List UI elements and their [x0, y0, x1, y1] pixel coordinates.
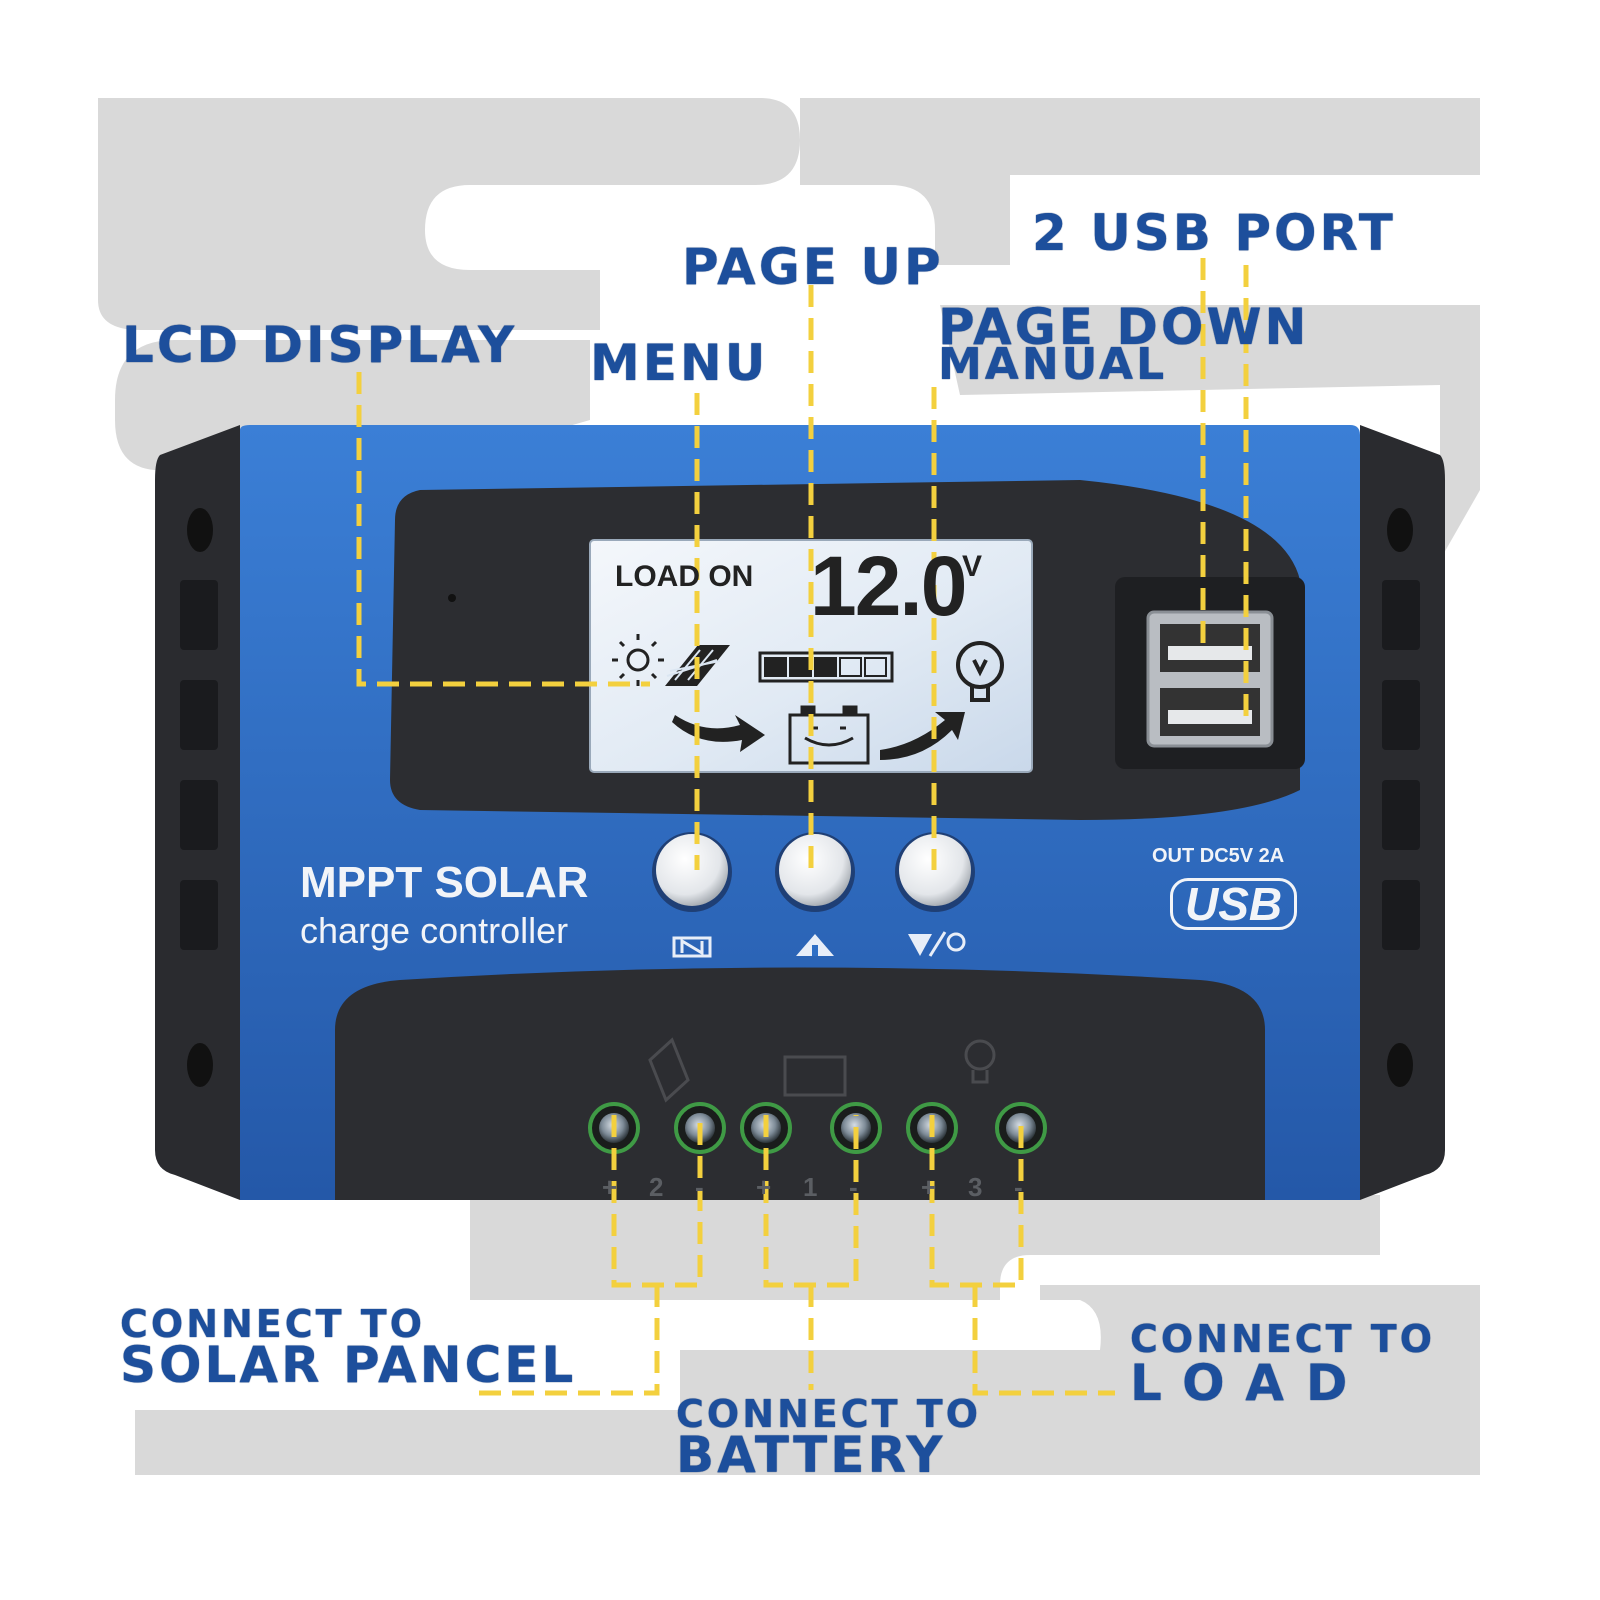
battery-level-segment [839, 657, 862, 677]
callout-manual: MANUAL [938, 339, 1168, 390]
terminal-minus-label: - [1014, 1172, 1023, 1202]
callout-load-line1: CONNECT TO [1130, 1317, 1436, 1361]
callout-battery-line1: CONNECT TO [676, 1392, 982, 1436]
control-buttons [652, 832, 975, 958]
terminal-minus-label: - [849, 1172, 858, 1202]
terminal-group-label: 1 [803, 1172, 818, 1202]
flow-arrow-icon [672, 712, 965, 760]
battery-level-segment [814, 657, 837, 677]
battery-level-segment [789, 657, 812, 677]
battery-icon [783, 1055, 847, 1097]
terminal-plus-label: + [921, 1172, 937, 1202]
battery-level-segment [864, 657, 887, 677]
callout-usb-port: 2 USB PORT [1032, 204, 1396, 262]
up-arrow-plus-icon [796, 934, 834, 956]
callout-battery-line2: BATTERY [676, 1426, 946, 1484]
bulb-icon [956, 641, 1004, 702]
usb-port-panel [1115, 577, 1305, 769]
menu-icon [672, 936, 712, 958]
sun-icon [612, 634, 664, 686]
terminal-group-label: 2 [649, 1172, 664, 1202]
callout-load-line2: LOAD [1130, 1354, 1370, 1412]
callout-menu: MENU [590, 334, 769, 392]
leader-lines [356, 258, 1249, 1396]
callout-solar-line1: CONNECT TO [120, 1302, 426, 1346]
lcd-voltage-unit: V [962, 550, 983, 583]
battery-face-icon [788, 705, 870, 765]
terminal-minus-label: - [695, 1172, 704, 1202]
lcd-load-status: LOAD ON [615, 560, 754, 593]
callout-lcd-display: LCD DISPLAY [122, 316, 518, 374]
solar-panel-icon [648, 1037, 690, 1103]
callout-page-up: PAGE UP [682, 238, 944, 296]
lcd-voltage-readout: 12.0 [810, 539, 967, 633]
bulb-icon [964, 1039, 996, 1071]
terminal-block [588, 1037, 1047, 1154]
callout-solar-line2: SOLAR PANCEL [120, 1336, 577, 1394]
terminal-group-label: 3 [968, 1172, 983, 1202]
brand-title: MPPT SOLAR [300, 858, 589, 907]
down-arrow-bulb-icon [908, 931, 966, 957]
usb-logo: USB [1170, 878, 1298, 930]
callout-page-down: PAGE DOWN [938, 298, 1310, 356]
brand-subtitle: charge controller [300, 910, 569, 951]
usb-output-rating: OUT DC5V 2A [1152, 845, 1285, 867]
menu-button[interactable] [656, 834, 728, 906]
terminal-plus-label: + [602, 1172, 618, 1202]
battery-level-bar [758, 651, 894, 683]
page-up-button[interactable] [779, 834, 851, 906]
terminal-plus-label: + [756, 1172, 772, 1202]
battery-level-segment [764, 657, 787, 677]
